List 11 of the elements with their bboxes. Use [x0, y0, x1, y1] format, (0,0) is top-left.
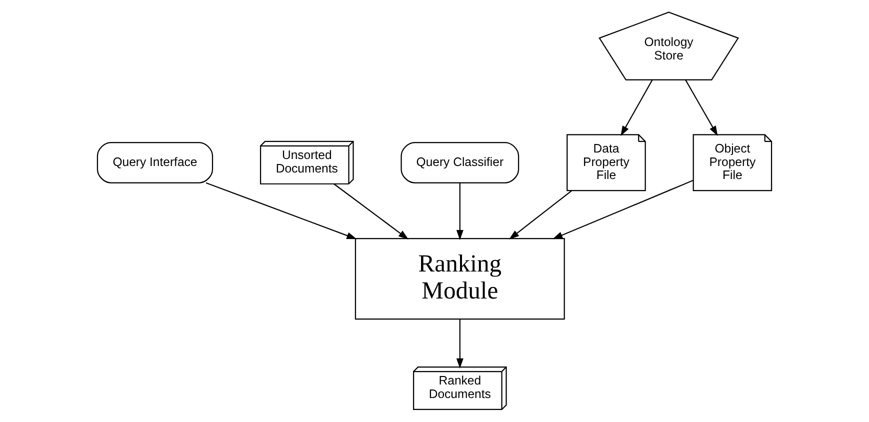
node-box: Ranking Module — [354, 238, 565, 320]
arrow — [509, 190, 572, 240]
arrow — [620, 80, 653, 136]
arrow — [552, 180, 694, 240]
arrow — [456, 183, 464, 240]
arrow — [685, 80, 718, 136]
arrow — [206, 182, 357, 240]
node-box: Query Classifier — [400, 142, 520, 184]
arrow — [456, 319, 464, 368]
arrow — [334, 183, 409, 240]
node-box: Query Interface — [96, 142, 214, 184]
